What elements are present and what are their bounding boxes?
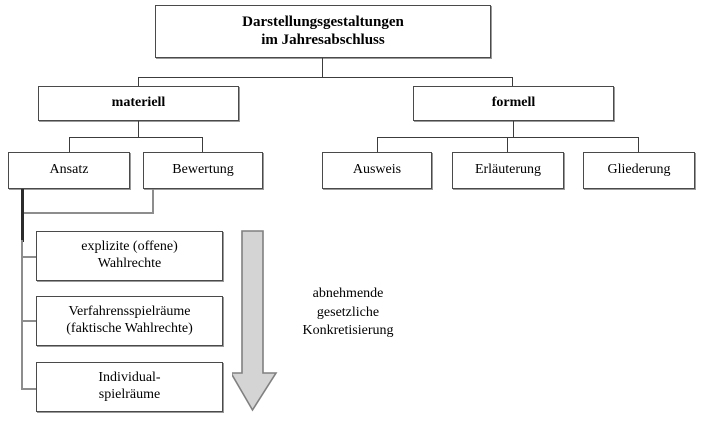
- node-bewertung-label: Bewertung: [172, 162, 234, 178]
- node-explizite-wahlrechte: explizite (offene) Wahlrechte: [36, 231, 223, 281]
- node-erlaeuterung-label: Erläuterung: [474, 162, 542, 178]
- node-gliederung-label: Gliederung: [607, 162, 671, 178]
- connector-to-bewertung: [202, 137, 203, 152]
- node-ansatz-label: Ansatz: [49, 162, 89, 178]
- connector-to-formell: [512, 77, 513, 86]
- node-verfahrensspielraeume: Verfahrensspielräume (faktische Wahlrech…: [36, 296, 223, 346]
- connector-branch-explizite: [21, 256, 37, 258]
- node-verfahrens-line2: (faktische Wahlrechte): [66, 321, 193, 336]
- connector-materiell-stem: [138, 121, 139, 137]
- node-materiell: materiell: [38, 86, 239, 121]
- node-ausweis: Ausweis: [322, 152, 432, 189]
- node-title-line1: Darstellungsgestaltungen: [242, 13, 404, 30]
- connector-to-ansatz: [69, 137, 70, 152]
- connector-bewertung-to-trunk: [22, 212, 154, 214]
- node-individual-line2: spielräume: [98, 387, 161, 402]
- node-verfahrens-text: Verfahrensspielräume (faktische Wahlrech…: [37, 304, 222, 337]
- connector-to-materiell: [138, 77, 139, 86]
- node-erlaeuterung: Erläuterung: [452, 152, 564, 189]
- connector-to-ausweis: [377, 137, 378, 152]
- connector-materiell-bus: [69, 137, 203, 138]
- node-ansatz: Ansatz: [8, 152, 130, 189]
- node-individual-text: Individual- spielräume: [37, 370, 222, 403]
- arrow-caption-line2: gesetzliche: [316, 304, 380, 320]
- connector-to-gliederung: [638, 137, 639, 152]
- node-materiell-label: materiell: [111, 95, 166, 111]
- connector-branch-verfahrens: [21, 320, 37, 322]
- node-explizite-text: explizite (offene) Wahlrechte: [37, 239, 222, 272]
- arrow-caption-line1: abnehmende: [312, 286, 384, 301]
- node-darstellungsgestaltungen: Darstellungsgestaltungen im Jahresabschl…: [155, 5, 491, 58]
- connector-branch-individual: [21, 388, 37, 390]
- connector-to-erlaeuterung: [507, 137, 508, 152]
- node-gliederung: Gliederung: [583, 152, 695, 189]
- node-formell: formell: [413, 86, 614, 121]
- decreasing-specificity-arrow-icon: [232, 230, 288, 412]
- connector-level2-bus: [138, 77, 513, 78]
- node-formell-label: formell: [491, 95, 536, 111]
- node-explizite-line1: explizite (offene): [81, 239, 178, 255]
- connector-bewertung-stem: [152, 189, 154, 213]
- node-verfahrens-line1: Verfahrensspielräume: [68, 304, 191, 320]
- connector-ansatz-trunk-upper: [21, 189, 24, 242]
- connector-ansatz-trunk-lower: [21, 240, 23, 390]
- connector-root-stem: [322, 58, 323, 77]
- node-title-line2: im Jahresabschluss: [261, 31, 385, 48]
- node-individual-line1: Individual-: [98, 370, 161, 386]
- connector-formell-stem: [513, 121, 514, 137]
- arrow-caption: abnehmende gesetzliche Konkretisierung: [283, 285, 413, 341]
- node-individualspielraeume: Individual- spielräume: [36, 362, 223, 412]
- node-explizite-line2: Wahlrechte: [97, 256, 162, 271]
- node-title-text: Darstellungsgestaltungen im Jahresabschl…: [156, 14, 490, 49]
- arrow-caption-line3: Konkretisierung: [302, 323, 394, 339]
- node-bewertung: Bewertung: [143, 152, 263, 189]
- node-ausweis-label: Ausweis: [352, 162, 402, 178]
